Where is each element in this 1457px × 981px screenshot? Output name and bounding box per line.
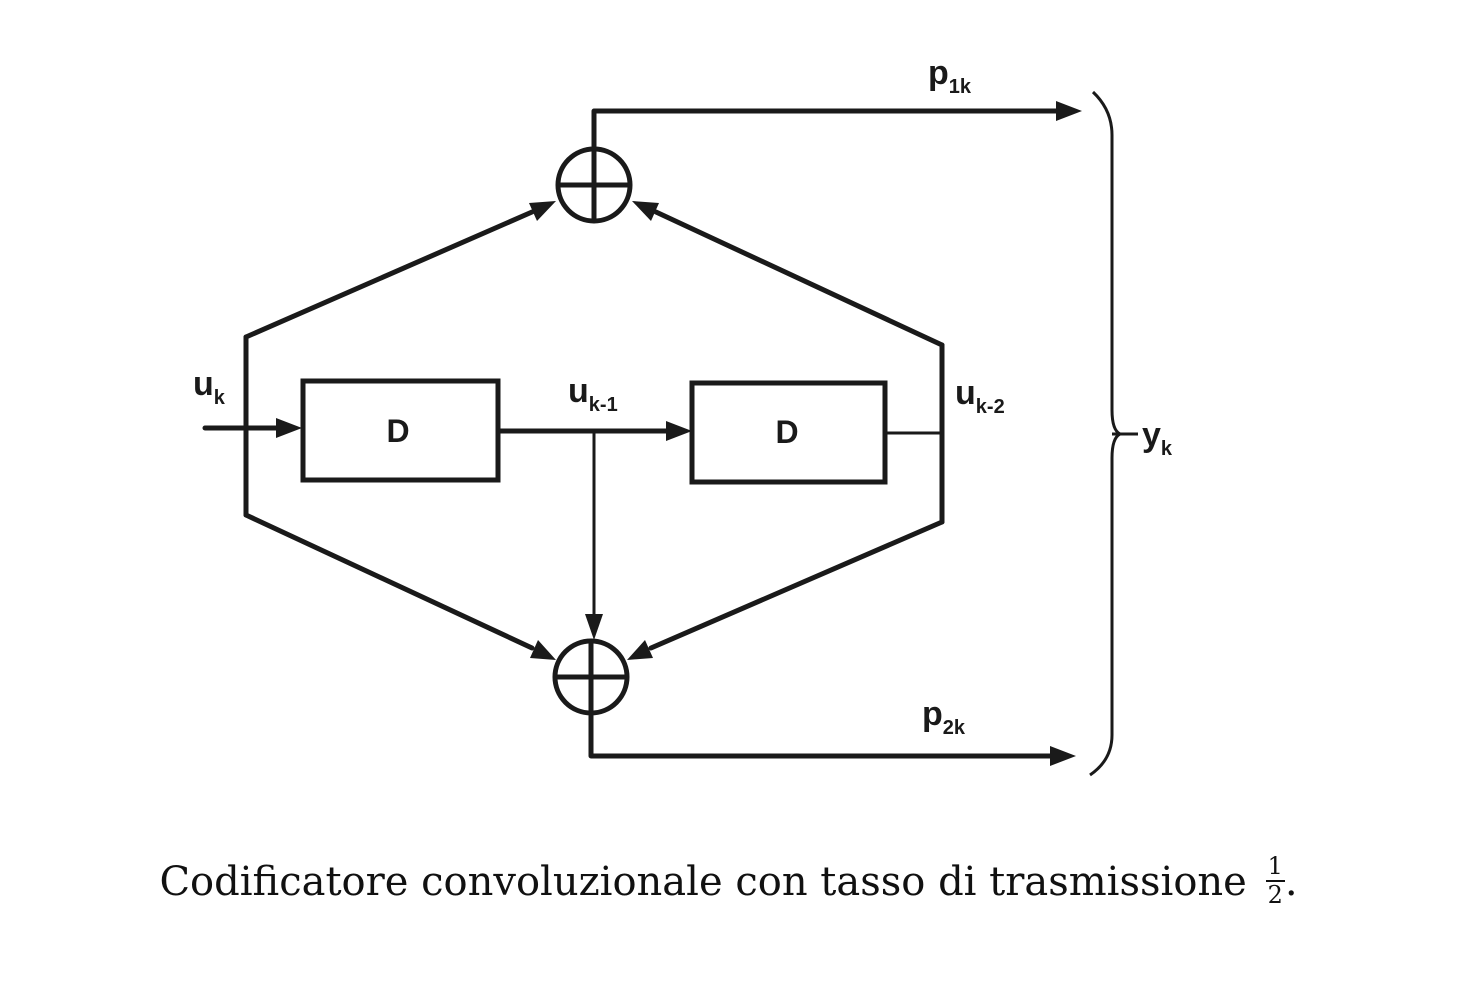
input-arrowhead: [276, 418, 302, 438]
convolutional-encoder-diagram: D D uk uk-1 uk-2 p1k: [193, 54, 1173, 777]
output-p2k-line: [588, 710, 1053, 759]
tap-uk1-label: uk-1: [568, 372, 618, 416]
delay-block-2: [689, 380, 888, 485]
uk-lower-arrowhead: [530, 640, 556, 660]
output-p1k-line: [591, 108, 1059, 152]
output-p2k-arrowhead: [1050, 746, 1076, 766]
output-p2k-label: p2k: [922, 695, 966, 739]
tap-uk2-label: uk-2: [955, 374, 1005, 418]
uk-upper-arrowhead: [529, 201, 556, 221]
uk-to-upper-adder-line: [243, 209, 535, 340]
uk1-lower-arrowhead: [585, 614, 603, 640]
uk2-to-lower-adder-line: [648, 519, 945, 651]
fraction-denominator: 2: [1267, 881, 1283, 910]
uk2-upper-arrowhead: [632, 201, 659, 221]
delay2-input-arrowhead: [666, 421, 692, 441]
delay-block-1-label: D: [386, 413, 409, 449]
caption-text: Codificatore convoluzionale con tasso di…: [159, 859, 1247, 906]
combined-output-yk-label: yk: [1142, 416, 1173, 460]
figure-caption: Codificatore convoluzionale con tasso di…: [0, 853, 1457, 912]
output-p1k-label: p1k: [928, 54, 972, 98]
fraction-numerator: 1: [1265, 853, 1285, 883]
caption-rate-fraction: 1 2: [1265, 853, 1285, 910]
uk2-lower-arrowhead: [627, 640, 653, 660]
input-uk-label: uk: [193, 365, 226, 409]
uk2-to-upper-adder-line: [653, 209, 945, 348]
output-p1k-arrowhead: [1056, 101, 1082, 121]
uk-to-lower-adder-line: [243, 512, 535, 651]
delay-block-2-label: D: [775, 414, 798, 450]
caption-period: .: [1284, 859, 1298, 906]
